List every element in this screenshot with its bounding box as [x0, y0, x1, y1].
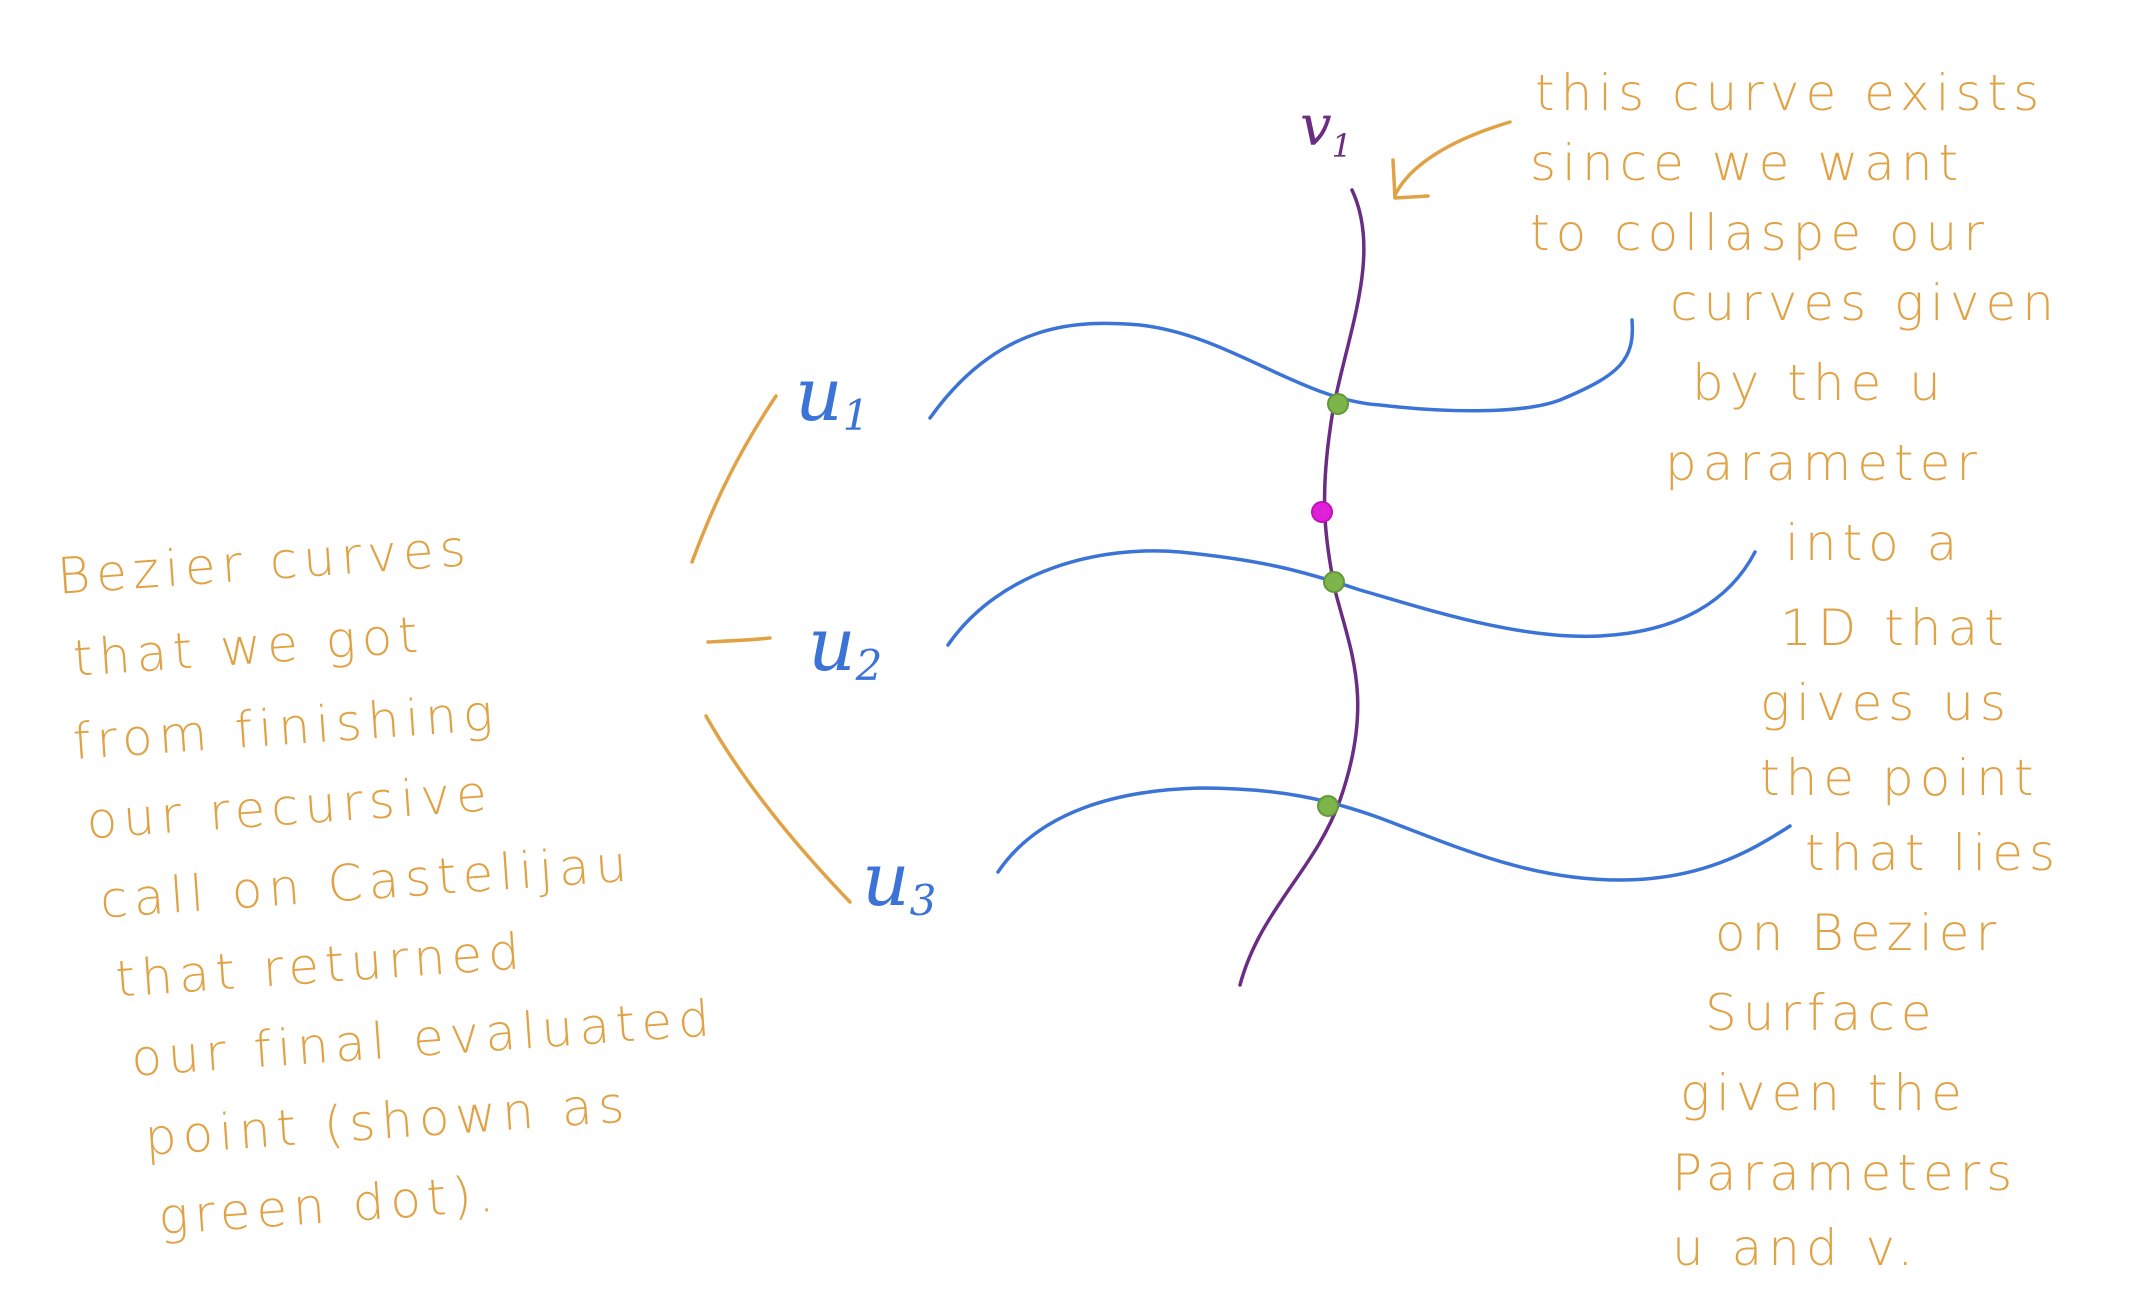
evaluated-point-u3 [1317, 795, 1339, 817]
v1-curve [1238, 188, 1366, 987]
right-note-line: given the [1680, 1064, 1968, 1122]
label-u3: u3 [862, 837, 936, 925]
right-note-line: this curve exists [1535, 64, 2045, 122]
right-note-line: 1D that [1780, 599, 2010, 657]
evaluated-point-u1 [1327, 393, 1349, 415]
right-note-line: into a [1785, 514, 1963, 572]
right-note-line: parameter [1665, 434, 1983, 492]
right-note-line: Parameters [1672, 1144, 2018, 1202]
right-note-line: the point [1760, 749, 2039, 807]
left-note-line: from finishing [71, 683, 501, 771]
left-note-line: point (shown as [143, 1075, 632, 1167]
right-note-line: u and v. [1672, 1219, 1919, 1277]
left-note-line: green dot). [156, 1165, 501, 1247]
bracket-u2 [706, 636, 772, 644]
left-note-line: that we got [71, 605, 425, 687]
right-note-line: Surface [1705, 984, 1937, 1042]
right-note-line: that lies [1805, 824, 2061, 882]
u2-curve [946, 549, 1757, 647]
right-note-line: by the u [1692, 354, 1947, 412]
right-note-line: to collaspe our [1530, 204, 1990, 262]
left-note-line: our recursive [85, 764, 495, 850]
left-note-line: our final evaluated [129, 989, 717, 1088]
left-note-line: Bezier curves [55, 519, 473, 606]
u3-curve [996, 786, 1792, 882]
right-note-line: on Bezier [1715, 904, 2002, 962]
arrow-head [1391, 158, 1430, 200]
arrow-to-v-curve [1393, 120, 1512, 197]
left-note-line: call on Castelijau [98, 834, 635, 929]
label-u1: u1 [795, 352, 869, 440]
right-note-line: since we want [1530, 134, 1964, 192]
label-u2: u2 [808, 602, 882, 690]
u1-curve [928, 318, 1635, 420]
label-v1: v1 [1300, 94, 1352, 165]
left-note-line: that returned [114, 922, 528, 1009]
bracket-u3 [704, 714, 852, 904]
right-note-line: curves given [1670, 274, 2060, 332]
right-note-line: gives us [1760, 674, 2012, 732]
evaluated-point-u2 [1323, 571, 1345, 593]
right-annotation: this curve exists since we want to colla… [1530, 64, 2061, 1277]
surface-point [1311, 501, 1333, 523]
left-annotation: Bezier curves that we got from finishing… [55, 519, 717, 1247]
bracket-u1 [690, 394, 778, 564]
